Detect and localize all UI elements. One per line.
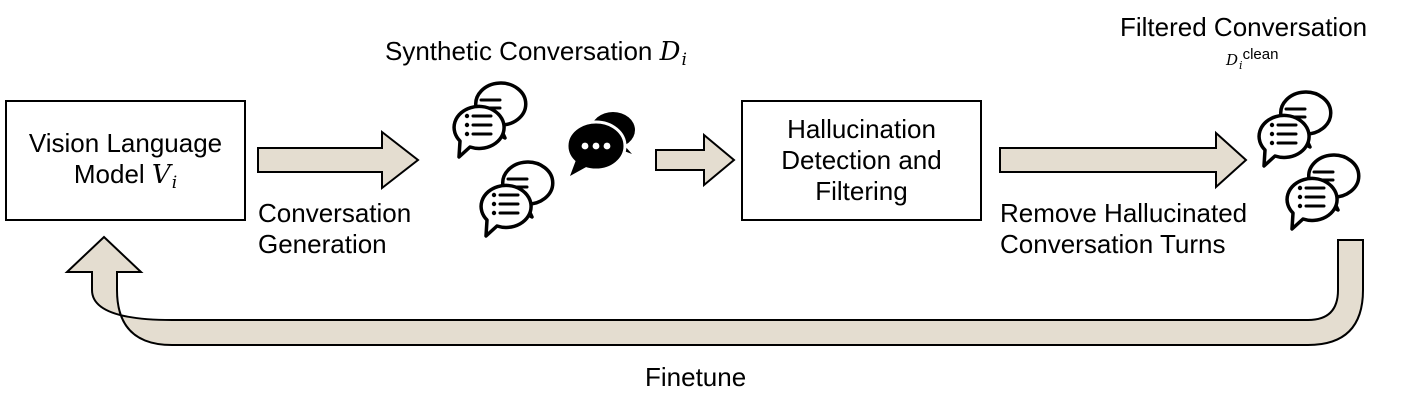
conversation-generation-label: Conversation Generation — [258, 198, 411, 260]
vlm-symbol: Vi — [151, 159, 178, 193]
remove-hallucinated-label: Remove Hallucinated Conversation Turns — [1000, 198, 1247, 260]
filtered-conversation-symbol: Diclean — [1226, 46, 1279, 72]
chat-dots-filled-icon — [565, 112, 635, 176]
filtered-conversation-text: Filtered Conversation — [1120, 12, 1368, 42]
synthetic-conversation-title: Synthetic Conversation Di — [385, 36, 687, 71]
remove-hallucinated-line1: Remove Hallucinated — [1000, 198, 1248, 228]
vlm-line2: Model Vi — [74, 159, 177, 194]
vlm-line1: Vision Language — [28, 127, 223, 158]
hallucination-line3: Filtering — [815, 176, 908, 206]
arrow-conversation-generation — [257, 129, 420, 191]
hallucination-line2: Detection and — [781, 145, 942, 175]
vlm-model-word: Model — [73, 158, 145, 189]
arrow-to-hallucination-filter — [655, 132, 736, 188]
speech-bubbles-outline-icon — [1285, 153, 1361, 231]
speech-bubbles-outline-icon — [1257, 90, 1333, 168]
remove-hallucinated-line2: Conversation Turns — [1000, 229, 1226, 259]
hallucination-line1: Hallucination — [787, 114, 936, 144]
arrow-finetune-loop — [64, 235, 1364, 346]
synthetic-conversation-text: Synthetic Conversation — [385, 36, 653, 66]
speech-bubbles-outline-icon — [452, 81, 528, 159]
finetune-label: Finetune — [645, 362, 747, 392]
speech-bubbles-outline-icon — [479, 160, 555, 238]
vision-language-model-box: Vision Language Model Vi — [5, 100, 246, 221]
conversation-generation-line1: Conversation — [258, 198, 412, 228]
arrow-remove-hallucinated — [999, 130, 1248, 190]
filtered-conversation-title: Filtered Conversation — [1120, 12, 1367, 43]
synthetic-conversation-symbol: Di — [659, 37, 687, 70]
conversation-generation-line2: Generation — [258, 229, 387, 259]
hallucination-detection-box: Hallucination Detection and Filtering — [741, 100, 982, 221]
